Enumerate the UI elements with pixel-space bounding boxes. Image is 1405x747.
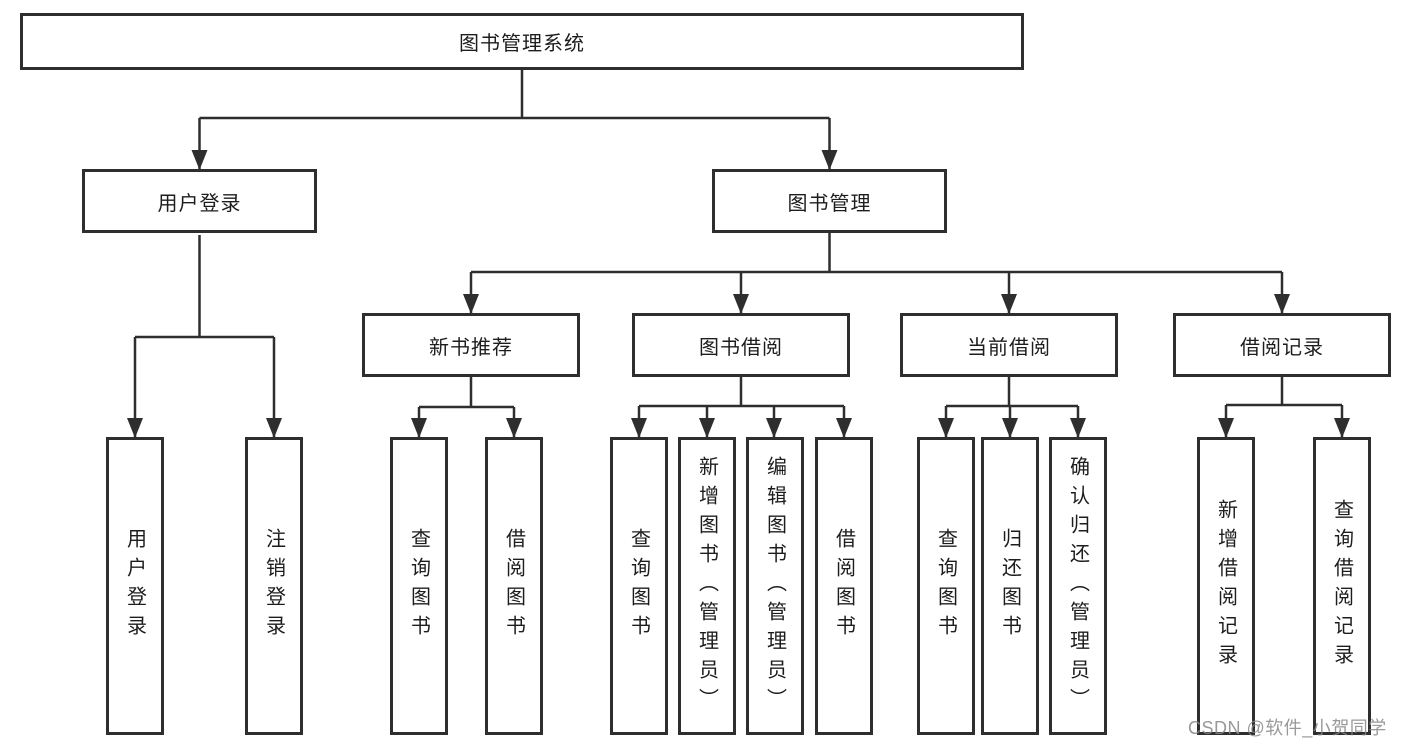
leaf-return-books: 归还图书 [981, 437, 1039, 735]
leaf-borrow-books-recommend: 借阅图书 [485, 437, 543, 735]
leaf-query-books-current: 查询图书 [917, 437, 975, 735]
leaf-query-borrow-record: 查询借阅记录 [1313, 437, 1371, 735]
leaf-logout: 注销登录 [245, 437, 303, 735]
leaf-user-login: 用户登录 [106, 437, 164, 735]
node-current-borrowing: 当前借阅 [900, 313, 1118, 377]
leaf-query-books-borrow: 查询图书 [610, 437, 668, 735]
node-book-management: 图书管理 [712, 169, 947, 233]
leaf-add-borrow-record: 新增借阅记录 [1197, 437, 1255, 735]
node-user-login: 用户登录 [82, 169, 317, 233]
node-borrowing-records: 借阅记录 [1173, 313, 1391, 377]
node-book-borrowing: 图书借阅 [632, 313, 850, 377]
leaf-borrow-books: 借阅图书 [815, 437, 873, 735]
leaf-edit-books-admin: 编辑图书（管理员） [746, 437, 804, 735]
leaf-confirm-return-admin: 确认归还（管理员） [1049, 437, 1107, 735]
node-root-system: 图书管理系统 [20, 13, 1024, 70]
leaf-query-books-recommend: 查询图书 [390, 437, 448, 735]
watermark: CSDN @软件_小贺同学 [1188, 718, 1387, 738]
node-new-book-recommendation: 新书推荐 [362, 313, 580, 377]
leaf-add-books-admin: 新增图书（管理员） [678, 437, 736, 735]
